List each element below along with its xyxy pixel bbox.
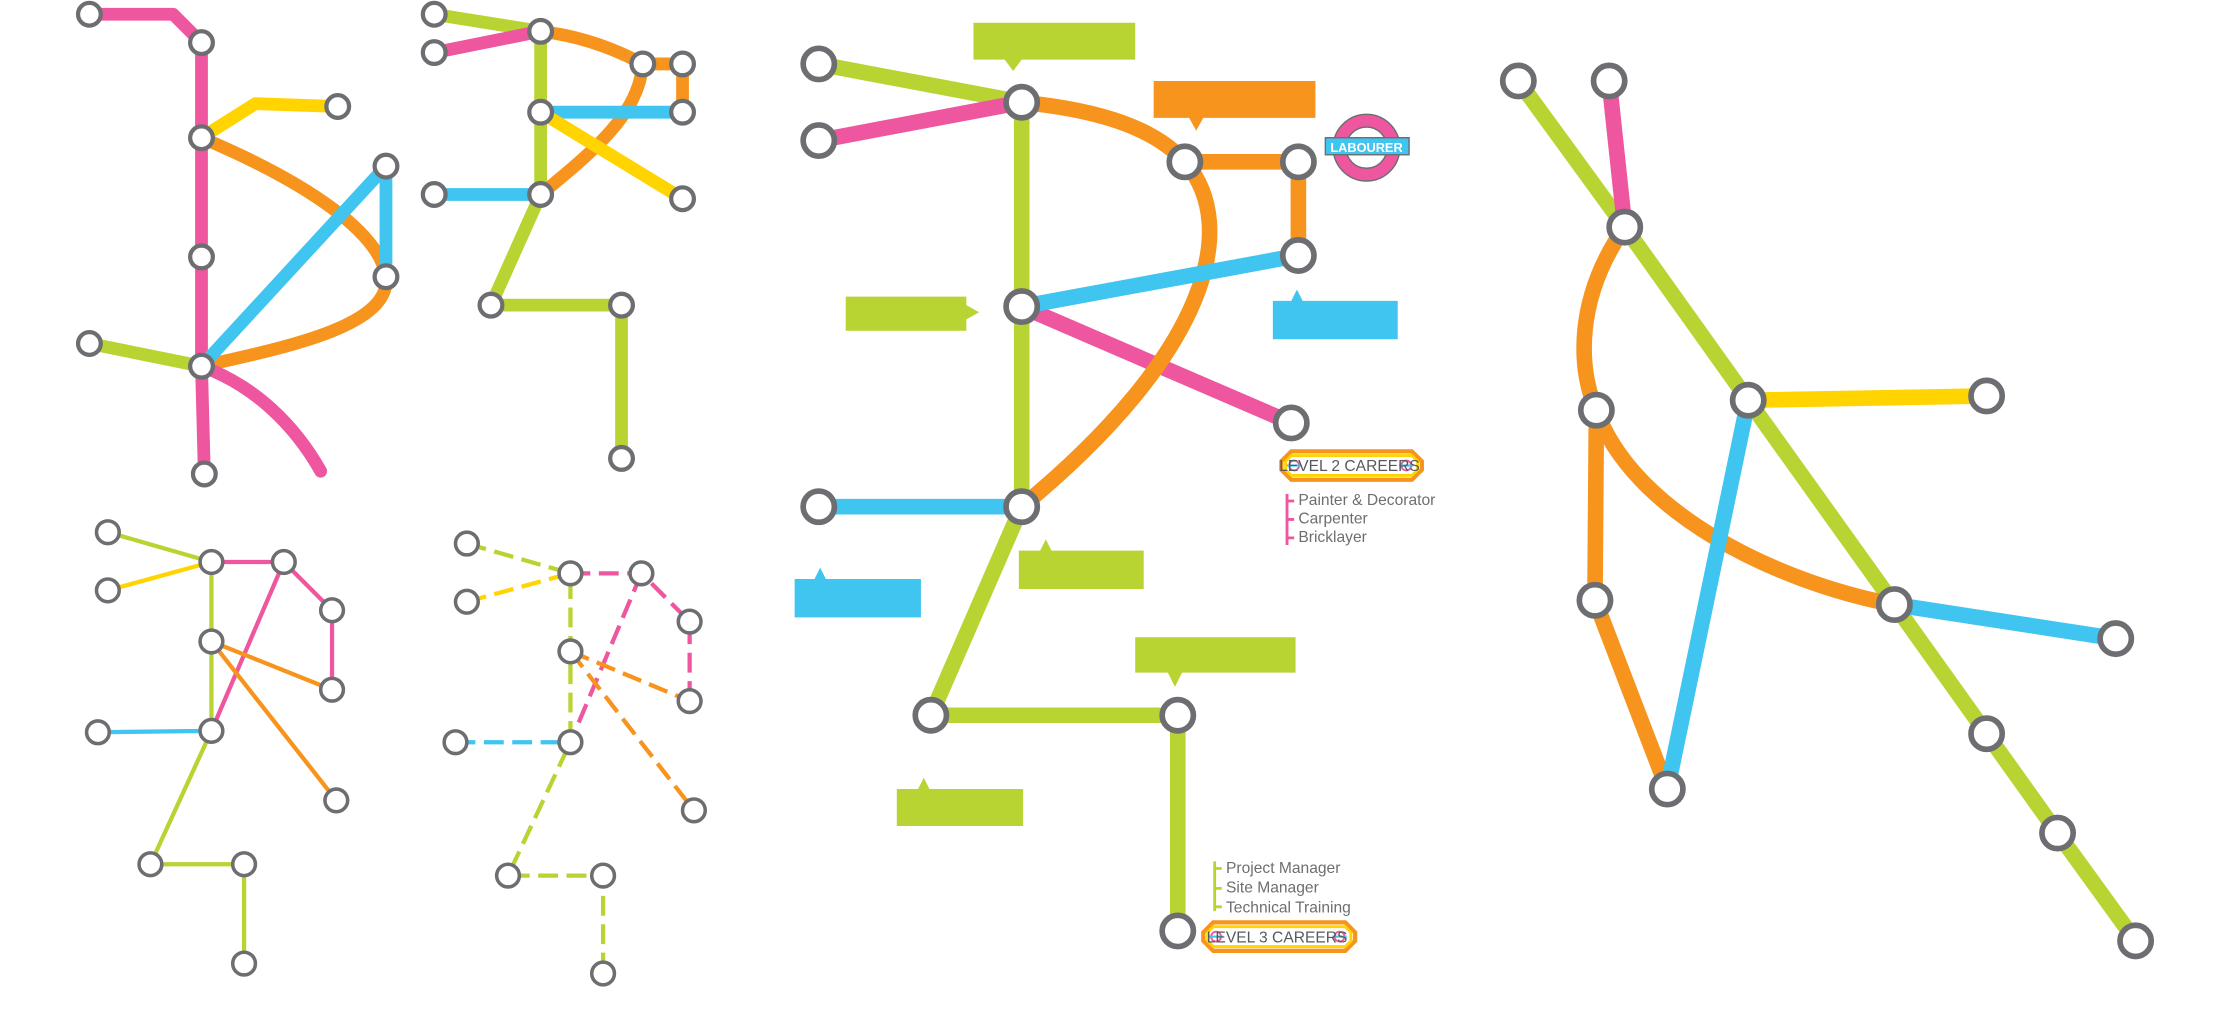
- map-sketch-1: [75, 0, 400, 488]
- map-sketch-6: [1499, 62, 2155, 960]
- level-3-title: LEVEL 3 CAREERS: [1207, 929, 1348, 946]
- labourer-roundel: LABOURER: [1324, 113, 1410, 182]
- level-3-careers-sign: LEVEL 3 CAREERS: [1201, 920, 1358, 953]
- level-3-career-list: Project Manager Site Manager Technical T…: [1213, 860, 1351, 916]
- roundel-label: LABOURER: [1330, 140, 1402, 155]
- map-sketch-2: [420, 0, 697, 472]
- level-2-career-list: Painter & Decorator Carpenter Bricklayer: [1285, 492, 1435, 546]
- level-2-careers-sign: LEVEL 2 CAREERS: [1279, 449, 1424, 482]
- career-item: Site Manager: [1226, 880, 1319, 897]
- level-2-title: LEVEL 2 CAREERS: [1279, 458, 1420, 475]
- career-map-main: LABOURER LEVEL 2 CAREERS Painter & Decor…: [794, 22, 1435, 953]
- career-item: Painter & Decorator: [1298, 492, 1435, 509]
- map-sketch-4: [442, 530, 708, 987]
- career-item: Carpenter: [1298, 511, 1367, 528]
- callout-boxes: [794, 22, 1398, 826]
- career-item: Technical Training: [1226, 899, 1351, 916]
- career-item: Project Manager: [1226, 860, 1340, 877]
- career-item: Bricklayer: [1298, 529, 1366, 546]
- map-sketch-3: [84, 519, 350, 977]
